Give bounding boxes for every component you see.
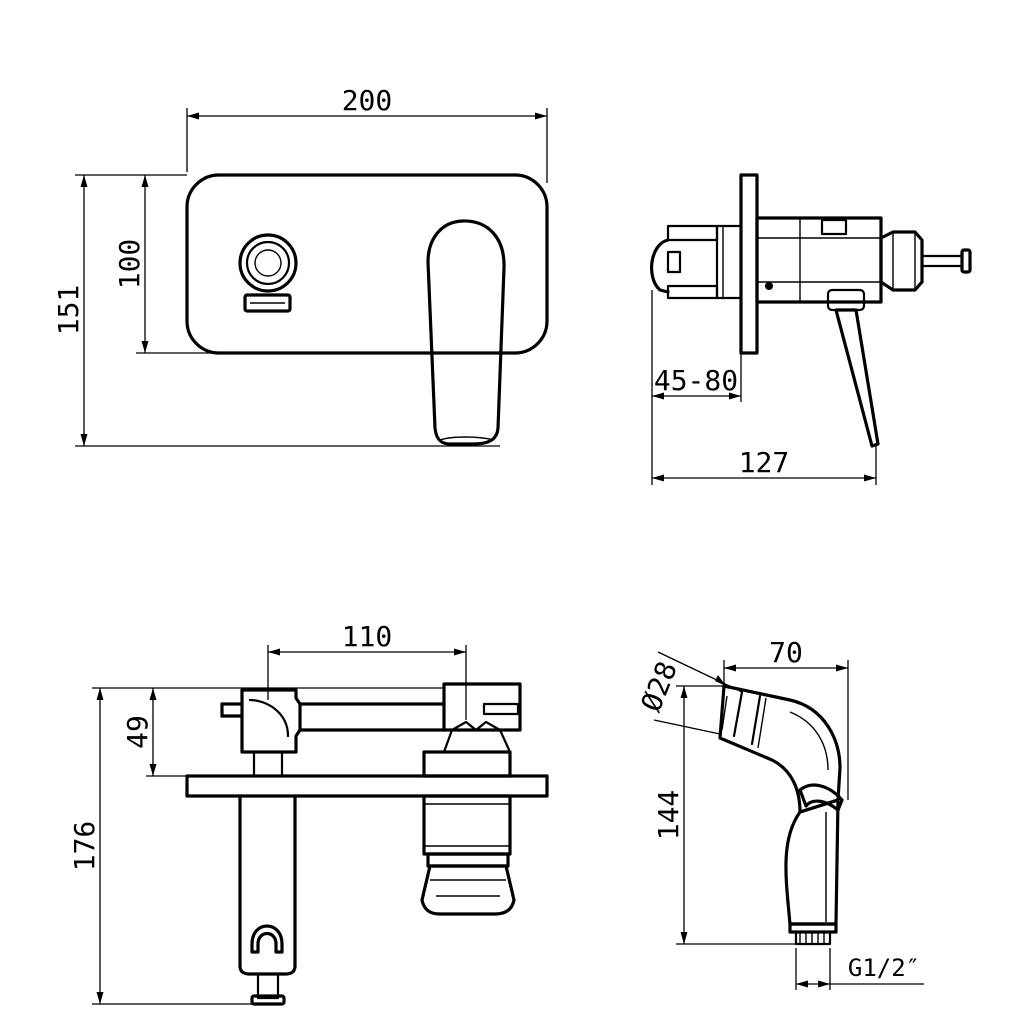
top-view: 110 176 49 <box>68 620 549 1006</box>
dim-label-thread: G1/2″ <box>848 954 920 982</box>
dim-label-151: 151 <box>52 285 85 336</box>
side-view: 45-80 127 <box>650 173 972 485</box>
side-cartridge <box>879 230 924 292</box>
dim-label-176: 176 <box>68 821 101 872</box>
dim-151: 151 <box>52 174 500 447</box>
top-hose-column <box>238 794 297 1006</box>
dim-70: 70 <box>723 636 849 800</box>
diverter-knob <box>238 233 298 313</box>
top-hose-arm <box>220 682 522 778</box>
dim-200: 200 <box>186 84 548 183</box>
dim-label-100: 100 <box>113 239 146 290</box>
side-body <box>755 216 883 304</box>
dim-110: 110 <box>267 620 467 720</box>
side-flange <box>739 173 759 355</box>
dim-diameter-28: Ø28 <box>634 651 743 735</box>
side-knob-stem <box>920 254 964 268</box>
side-collar <box>715 224 743 300</box>
dim-127: 127 <box>652 446 877 485</box>
shower-head <box>718 684 842 814</box>
dim-label-49: 49 <box>121 715 154 749</box>
dim-176: 176 <box>68 687 444 1005</box>
hand-shower-view: 70 Ø28 144 G1/2″ <box>634 636 924 990</box>
front-view: 200 151 100 <box>52 84 549 447</box>
side-lever <box>826 288 880 448</box>
top-wall-plate <box>185 774 549 798</box>
dim-label-110: 110 <box>342 620 393 653</box>
shower-connector <box>788 922 838 934</box>
dim-label-200: 200 <box>342 84 393 117</box>
dim-label-144: 144 <box>652 790 685 841</box>
dim-label-70: 70 <box>769 636 803 669</box>
dim-label-45-80: 45-80 <box>654 364 738 397</box>
dim-thread: G1/2″ <box>795 948 924 990</box>
shower-handle <box>784 798 840 926</box>
dim-144: 144 <box>652 685 796 945</box>
dim-100: 100 <box>113 175 420 354</box>
side-hook <box>650 224 719 300</box>
dim-49: 49 <box>121 688 187 777</box>
top-valve-body <box>420 750 516 916</box>
front-lever-handle <box>426 219 506 446</box>
dim-label-127: 127 <box>739 446 790 479</box>
dim-45-80: 45-80 <box>651 290 742 485</box>
